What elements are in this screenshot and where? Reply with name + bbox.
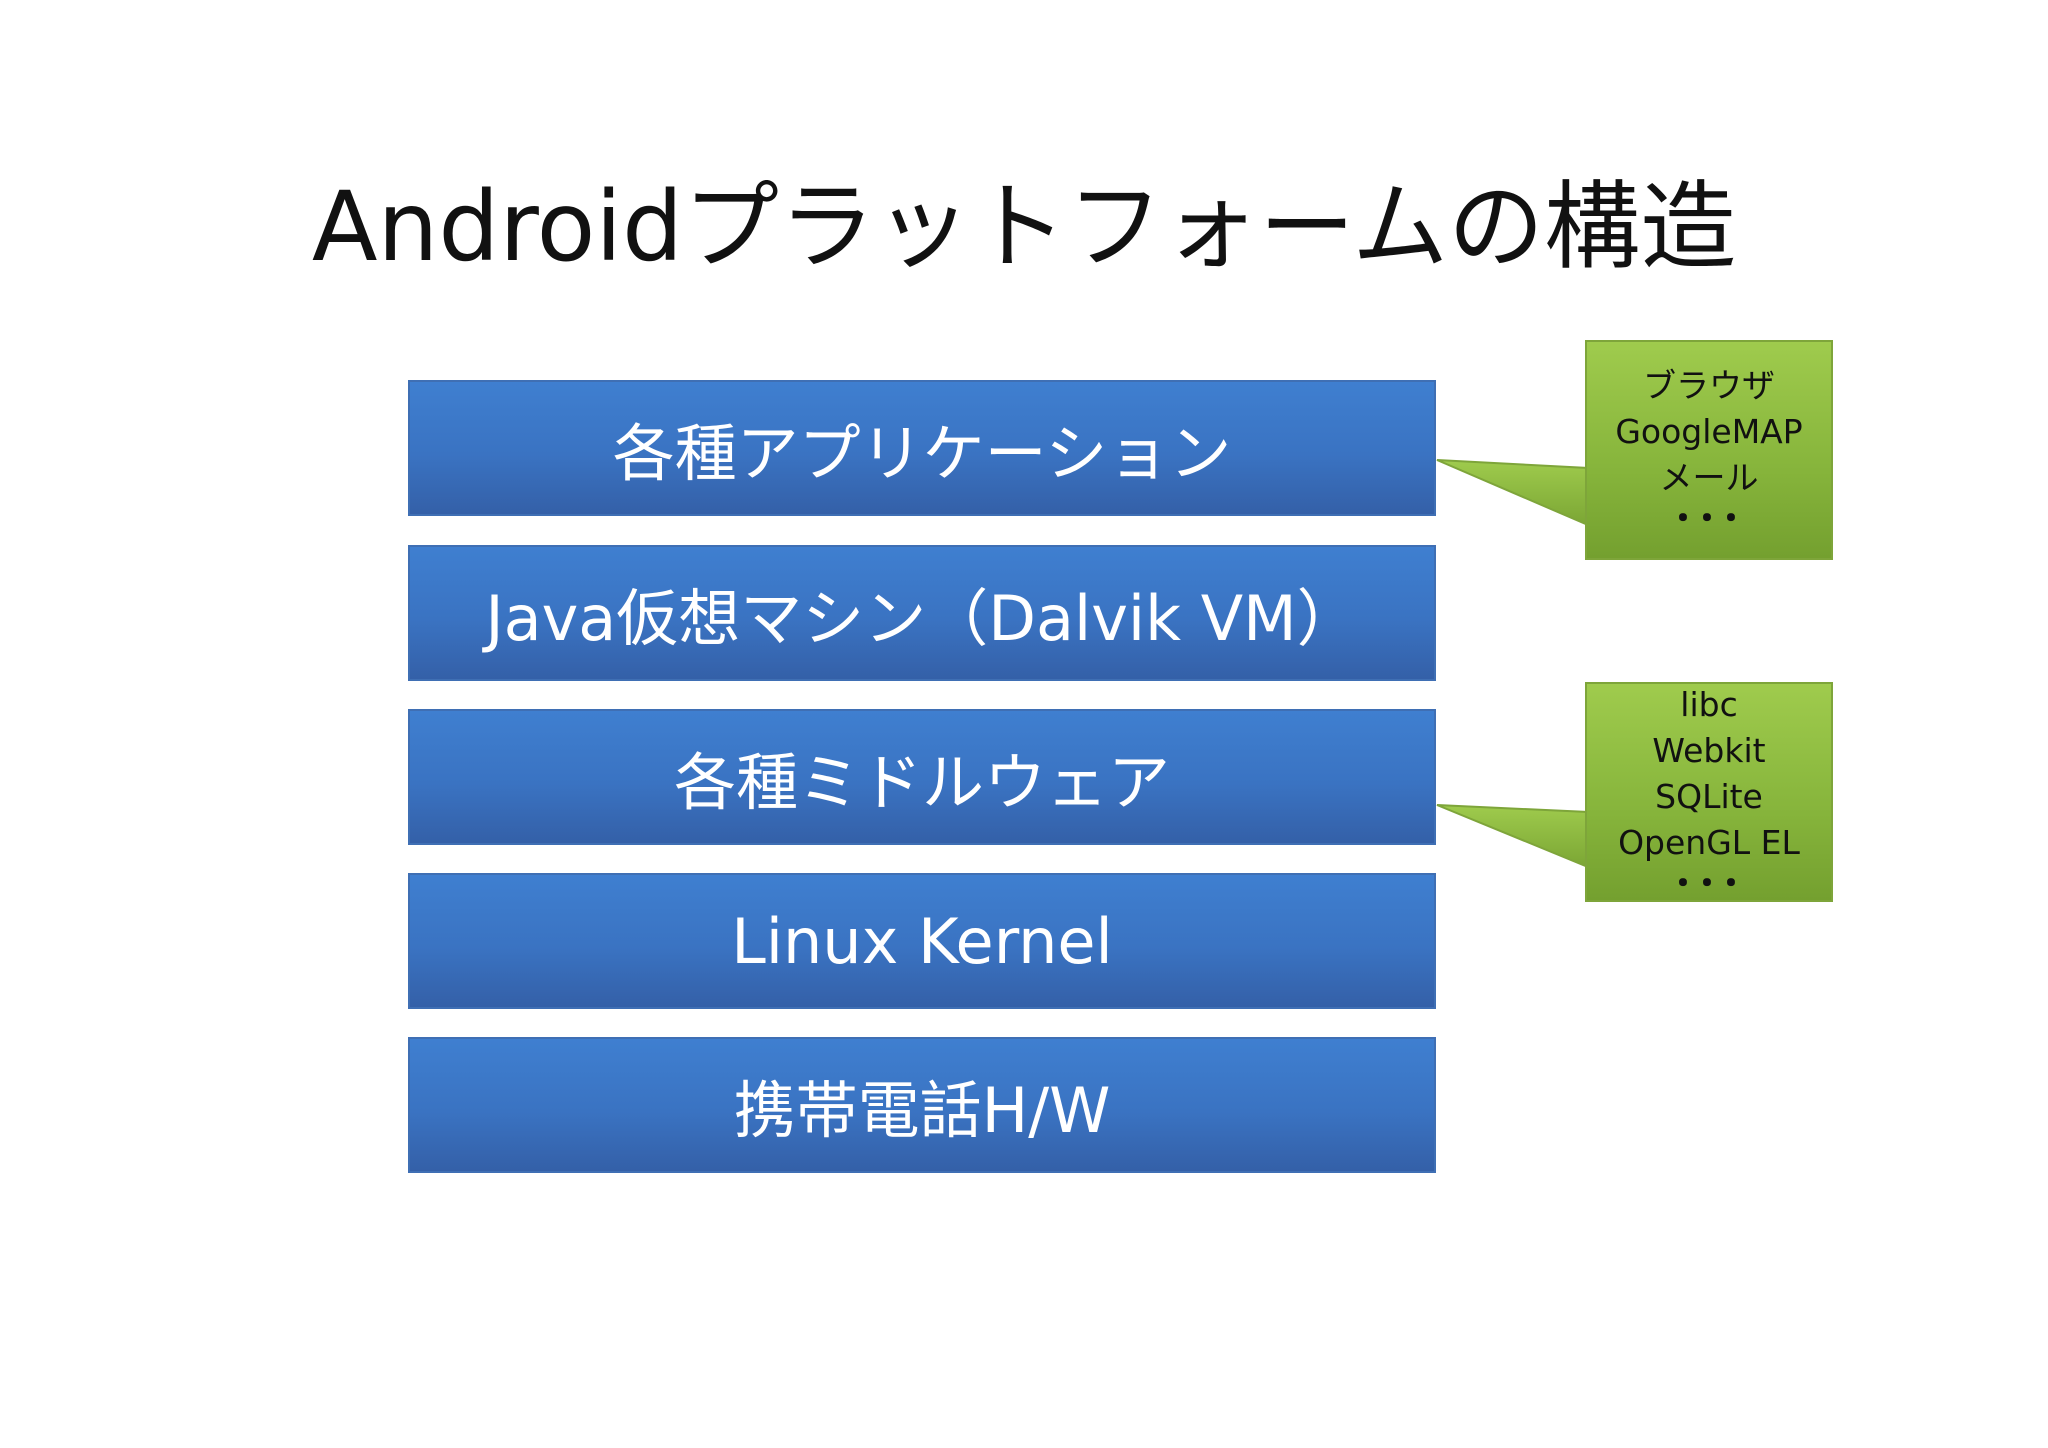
middleware-callout: libc Webkit SQLite OpenGL EL ･･･: [1585, 682, 1833, 907]
layer-linux-kernel-label: Linux Kernel: [731, 904, 1113, 978]
middleware-callout-ellipsis: ･･･: [1673, 861, 1745, 907]
apps-callout-item: メール: [1659, 458, 1759, 497]
layer-hardware-label: 携帯電話H/W: [733, 1074, 1111, 1147]
apps-callout-item: GoogleMAP: [1615, 412, 1803, 451]
apps-callout-ellipsis: ･･･: [1673, 496, 1745, 542]
layer-applications-label: 各種アプリケーション: [612, 417, 1232, 490]
layer-hardware: 携帯電話H/W: [408, 1037, 1436, 1173]
layer-middleware: 各種ミドルウェア: [408, 709, 1436, 845]
layer-applications: 各種アプリケーション: [408, 380, 1436, 516]
middleware-callout-item: OpenGL EL: [1618, 823, 1800, 862]
middleware-callout-pointer: [1436, 804, 1589, 869]
layer-java-vm: Java仮想マシン（Dalvik VM）: [408, 545, 1436, 681]
apps-callout: ブラウザ GoogleMAP メール ･･･: [1585, 340, 1833, 560]
middleware-callout-item: libc: [1680, 685, 1738, 724]
apps-callout-pointer: [1436, 459, 1589, 527]
layer-java-vm-label: Java仮想マシン（Dalvik VM）: [485, 582, 1359, 655]
slide-title: Androidプラットフォームの構造: [311, 171, 1737, 283]
middleware-callout-item: SQLite: [1655, 777, 1763, 816]
layer-middleware-label: 各種ミドルウェア: [673, 746, 1170, 819]
apps-callout-item: ブラウザ: [1643, 366, 1775, 405]
layer-linux-kernel: Linux Kernel: [408, 873, 1436, 1009]
middleware-callout-item: Webkit: [1652, 731, 1766, 770]
